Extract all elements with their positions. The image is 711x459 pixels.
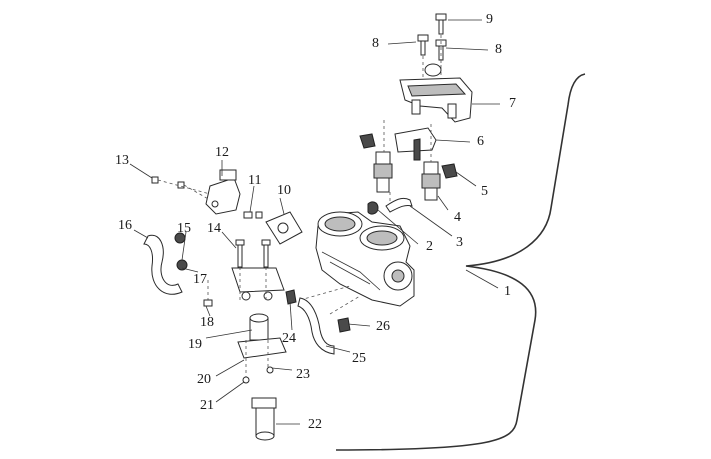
screw-11 bbox=[243, 211, 253, 219]
sensor bbox=[205, 169, 241, 215]
callout-5: 5 bbox=[481, 184, 488, 199]
callout-14: 14 bbox=[207, 221, 221, 236]
clip-right bbox=[441, 163, 458, 179]
callout-23: 23 bbox=[296, 367, 310, 382]
callout-9: 9 bbox=[486, 12, 493, 27]
injector-left bbox=[373, 151, 393, 193]
hose-16 bbox=[143, 234, 183, 295]
callout-8-right: 8 bbox=[495, 42, 502, 57]
gasket bbox=[265, 211, 303, 245]
callout-2: 2 bbox=[426, 239, 433, 254]
hose-25 bbox=[297, 297, 335, 355]
callout-19: 19 bbox=[188, 337, 202, 352]
callout-8-left: 8 bbox=[372, 36, 379, 51]
callout-20: 20 bbox=[197, 372, 211, 387]
callout-21: 21 bbox=[200, 398, 214, 413]
callout-18: 18 bbox=[200, 315, 214, 330]
callout-1: 1 bbox=[504, 284, 511, 299]
callout-10: 10 bbox=[277, 183, 291, 198]
callout-26: 26 bbox=[376, 319, 390, 334]
screw-13 bbox=[151, 176, 185, 189]
callout-4: 4 bbox=[454, 210, 461, 225]
clip-left bbox=[359, 133, 376, 149]
injector-right bbox=[421, 161, 441, 201]
callout-6: 6 bbox=[477, 134, 484, 149]
callout-3: 3 bbox=[456, 235, 463, 250]
screw-8-left bbox=[417, 34, 429, 56]
callout-12: 12 bbox=[215, 145, 229, 160]
screw-18 bbox=[203, 299, 213, 307]
assembly-brace bbox=[335, 73, 586, 451]
callout-7: 7 bbox=[509, 96, 516, 111]
bolt-14 bbox=[235, 239, 271, 268]
callout-22: 22 bbox=[308, 417, 322, 432]
valve-housing bbox=[237, 313, 287, 359]
leader-lines bbox=[129, 19, 500, 425]
callout-16: 16 bbox=[118, 218, 132, 233]
nut-21 bbox=[242, 376, 250, 384]
callout-11: 11 bbox=[248, 173, 262, 188]
injector-bracket bbox=[394, 127, 437, 161]
mount-bracket bbox=[231, 267, 285, 301]
callout-17: 17 bbox=[193, 272, 207, 287]
callout-13: 13 bbox=[115, 153, 129, 168]
nut-23 bbox=[266, 366, 274, 374]
idle-valve bbox=[251, 397, 277, 441]
callout-15: 15 bbox=[177, 221, 191, 236]
throttle-body bbox=[315, 211, 415, 307]
fuel-rail bbox=[399, 63, 473, 123]
callout-25: 25 bbox=[352, 351, 366, 366]
screw-9 bbox=[435, 13, 447, 35]
callout-24: 24 bbox=[282, 331, 296, 346]
